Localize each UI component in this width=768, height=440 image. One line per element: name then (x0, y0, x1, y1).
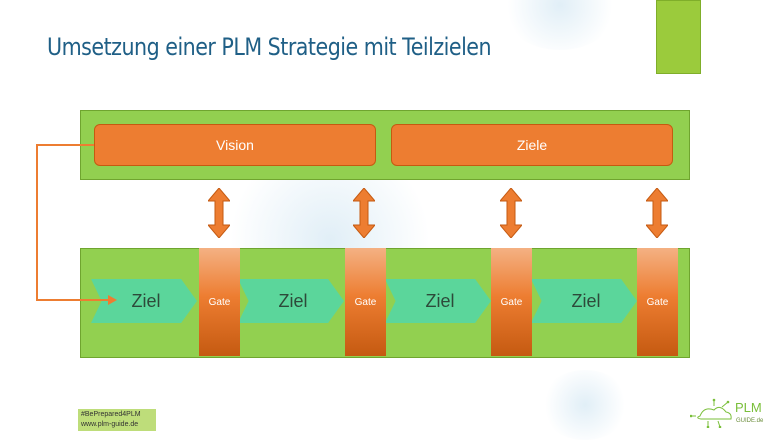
goal-step-label: Ziel (425, 290, 455, 311)
gate-4: Gate (637, 248, 678, 356)
gate-1: Gate (199, 248, 240, 356)
double-arrow-icon (500, 188, 522, 238)
website-text: www.plm-guide.de (81, 421, 139, 428)
accent-bar (656, 0, 701, 74)
goal-step-3: Ziel (385, 279, 491, 323)
circuit-logo-icon (690, 398, 732, 428)
gate-3: Gate (491, 248, 532, 356)
goal-step-label: Ziel (278, 290, 308, 311)
double-arrow-icon (353, 188, 375, 238)
goal-step-label: Ziel (131, 290, 161, 311)
double-arrow-icon (646, 188, 668, 238)
gate-label: Gate (500, 296, 523, 308)
goal-step-4: Ziel (531, 279, 637, 323)
goal-step-2: Ziel (238, 279, 344, 323)
double-arrow-icon (208, 188, 230, 238)
ziele-label: Ziele (516, 137, 548, 153)
slide-title: Umsetzung einer PLM Strategie mit Teilzi… (47, 33, 492, 61)
gate-label: Gate (208, 296, 231, 308)
goal-step-label: Ziel (571, 290, 601, 311)
hashtag-text: #BePrepared4PLM (81, 411, 141, 418)
feedback-connector (36, 144, 94, 146)
vision-label: Vision (216, 137, 254, 153)
logo-text: PLM (735, 400, 762, 415)
gate-label: Gate (646, 296, 669, 308)
footer-tag: #BePrepared4PLM www.plm-guide.de (78, 409, 156, 431)
arrow-head-icon (108, 295, 117, 305)
goal-step-1: Ziel (91, 279, 197, 323)
ziele-box: Ziele (391, 124, 673, 166)
gate-2: Gate (345, 248, 386, 356)
logo-subtext: GUIDE.de (736, 418, 764, 424)
background-blob (500, 0, 620, 50)
background-blob (540, 370, 630, 440)
feedback-connector (36, 299, 110, 301)
vision-box: Vision (94, 124, 376, 166)
gate-label: Gate (354, 296, 377, 308)
feedback-connector (36, 144, 38, 301)
